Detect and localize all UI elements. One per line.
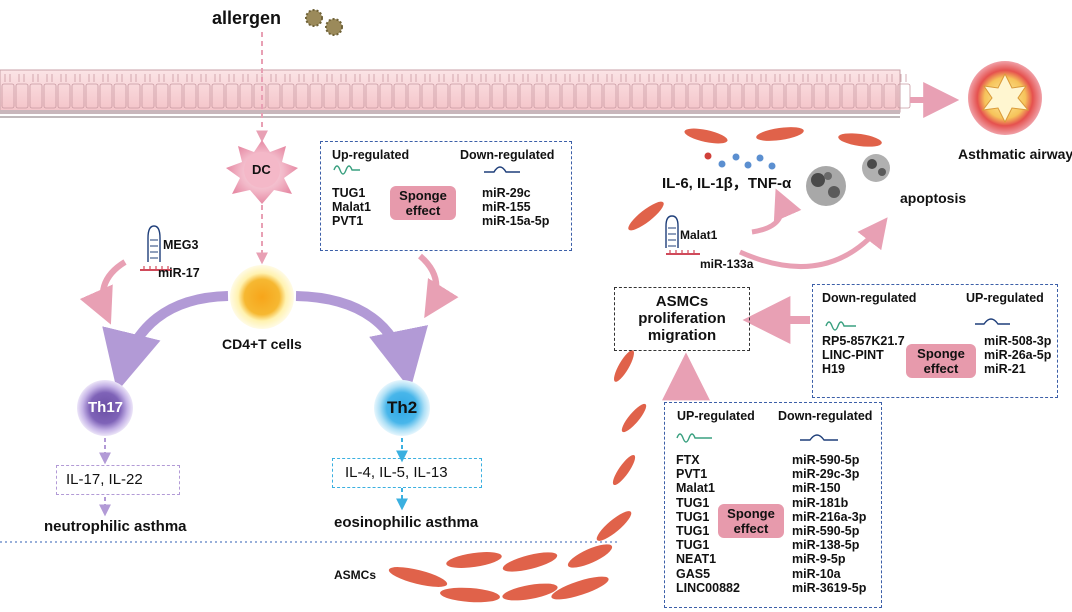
right-sponge-box <box>812 284 1058 398</box>
lncrna-icons <box>333 165 856 443</box>
list-item: LINC-PINT <box>822 348 884 363</box>
cd4-to-th2-arrow <box>295 291 428 390</box>
dc-box-right-header: Down-regulated <box>460 148 555 162</box>
list-item: miR-29c <box>482 186 531 200</box>
list-item: miR-26a-5p <box>984 348 1052 363</box>
list-item: TUG1 <box>676 509 710 524</box>
malat1-to-cytokine-arrow <box>751 188 802 235</box>
list-item: miR-155 <box>482 200 531 215</box>
cd4-to-th17-arrow <box>102 291 229 392</box>
malat1-to-apoptosis-arrow <box>738 217 888 270</box>
neutrophilic-label: neutrophilic asthma <box>44 518 187 535</box>
asthmatic-airway-label: Asthmatic airway <box>958 146 1072 162</box>
meg3-curved-arrow <box>79 259 127 325</box>
box-curved-arrow <box>417 253 459 319</box>
list-item: miR-3619-5p <box>792 580 867 595</box>
dc-label: DC <box>252 162 271 177</box>
airway-epithelium <box>0 69 911 118</box>
dc-sponge-effect-badge: Sponge effect <box>390 186 456 220</box>
right-box-left-header: Down-regulated <box>822 291 917 305</box>
list-item: miR-21 <box>984 362 1026 377</box>
list-item: miR-138-5p <box>792 538 860 553</box>
cytokine-dots <box>704 152 776 170</box>
dc-sponge-box <box>320 141 572 251</box>
list-item: miR-10a <box>792 566 841 581</box>
dc-box-left-header: Up-regulated <box>332 148 410 162</box>
asmcs-label: ASMCs <box>334 568 377 582</box>
meg3-label: MEG3 <box>163 238 199 252</box>
list-item: PVT1 <box>676 467 708 482</box>
list-item: H19 <box>822 362 845 377</box>
bottom-box-left-header: UP-regulated <box>677 409 755 423</box>
malat1-label: Malat1 <box>680 228 718 242</box>
meg3-hairpin-icon <box>140 225 172 271</box>
asthmatic-airway-icon <box>968 61 1042 135</box>
bottom-box-right-header: Down-regulated <box>778 409 873 423</box>
mir133a-label: miR-133a <box>700 257 754 271</box>
list-item: miR-590-5p <box>792 524 860 539</box>
bottom-sponge-box <box>664 402 882 608</box>
list-item: miR-216a-3p <box>792 509 867 524</box>
list-item: miR-590-5p <box>792 453 860 467</box>
list-item: TUG1 <box>332 186 366 200</box>
list-item: RP5-857K21.7 <box>822 334 905 348</box>
bottom-sponge-effect-badge: Sponge effect <box>718 504 784 538</box>
th17-cell-icon <box>77 380 133 436</box>
list-item: GAS5 <box>676 566 711 581</box>
right-box-right-header: UP-regulated <box>966 291 1044 305</box>
mir17-label: miR-17 <box>158 266 200 280</box>
list-item: PVT1 <box>332 214 364 229</box>
cd4-label: CD4+T cells <box>222 336 302 352</box>
cytokines-label: IL-6, IL-1β，TNF-α <box>662 175 792 192</box>
apoptotic-cells <box>806 154 890 206</box>
malat1-hairpin-icon <box>665 215 700 255</box>
cd4-t-cell-icon <box>230 265 294 329</box>
list-item: FTX <box>676 453 700 467</box>
list-item: TUG1 <box>676 524 710 539</box>
allergen-label: allergen <box>212 8 282 28</box>
list-item: Malat1 <box>676 481 715 496</box>
list-item: miR-181b <box>792 495 849 510</box>
eosinophilic-label: eosinophilic asthma <box>334 514 479 531</box>
mirna-icons <box>484 166 1010 441</box>
list-item: miR-508-3p <box>984 334 1052 348</box>
list-item: Malat1 <box>332 200 371 215</box>
dc-cell-icon <box>226 140 298 204</box>
list-item: LINC00882 <box>676 580 740 595</box>
list-item: miR-9-5p <box>792 552 846 567</box>
list-item: NEAT1 <box>676 552 717 567</box>
il4-box <box>332 458 482 488</box>
il4-label: IL-4, IL-5, IL-13 <box>345 464 448 481</box>
list-item: TUG1 <box>676 538 710 553</box>
list-item: miR-15a-5p <box>482 214 550 229</box>
th17-label: Th17 <box>88 399 124 416</box>
asmc-cells <box>388 127 882 603</box>
th2-cell-icon <box>374 380 430 436</box>
th2-label: Th2 <box>387 398 418 417</box>
asmcs-outcome-box <box>614 287 750 351</box>
list-item: miR-29c-3p <box>792 467 860 482</box>
apoptosis-label: apoptosis <box>900 190 967 206</box>
right-sponge-effect-badge: Sponge effect <box>906 344 976 378</box>
asmcs-outcome-label: ASMCs proliferation migration <box>638 293 726 344</box>
il17-label: IL-17, IL-22 <box>66 471 143 488</box>
il17-box <box>56 465 180 495</box>
allergen-particles <box>305 9 343 36</box>
list-item: miR-150 <box>792 481 841 496</box>
list-item: TUG1 <box>676 495 710 510</box>
